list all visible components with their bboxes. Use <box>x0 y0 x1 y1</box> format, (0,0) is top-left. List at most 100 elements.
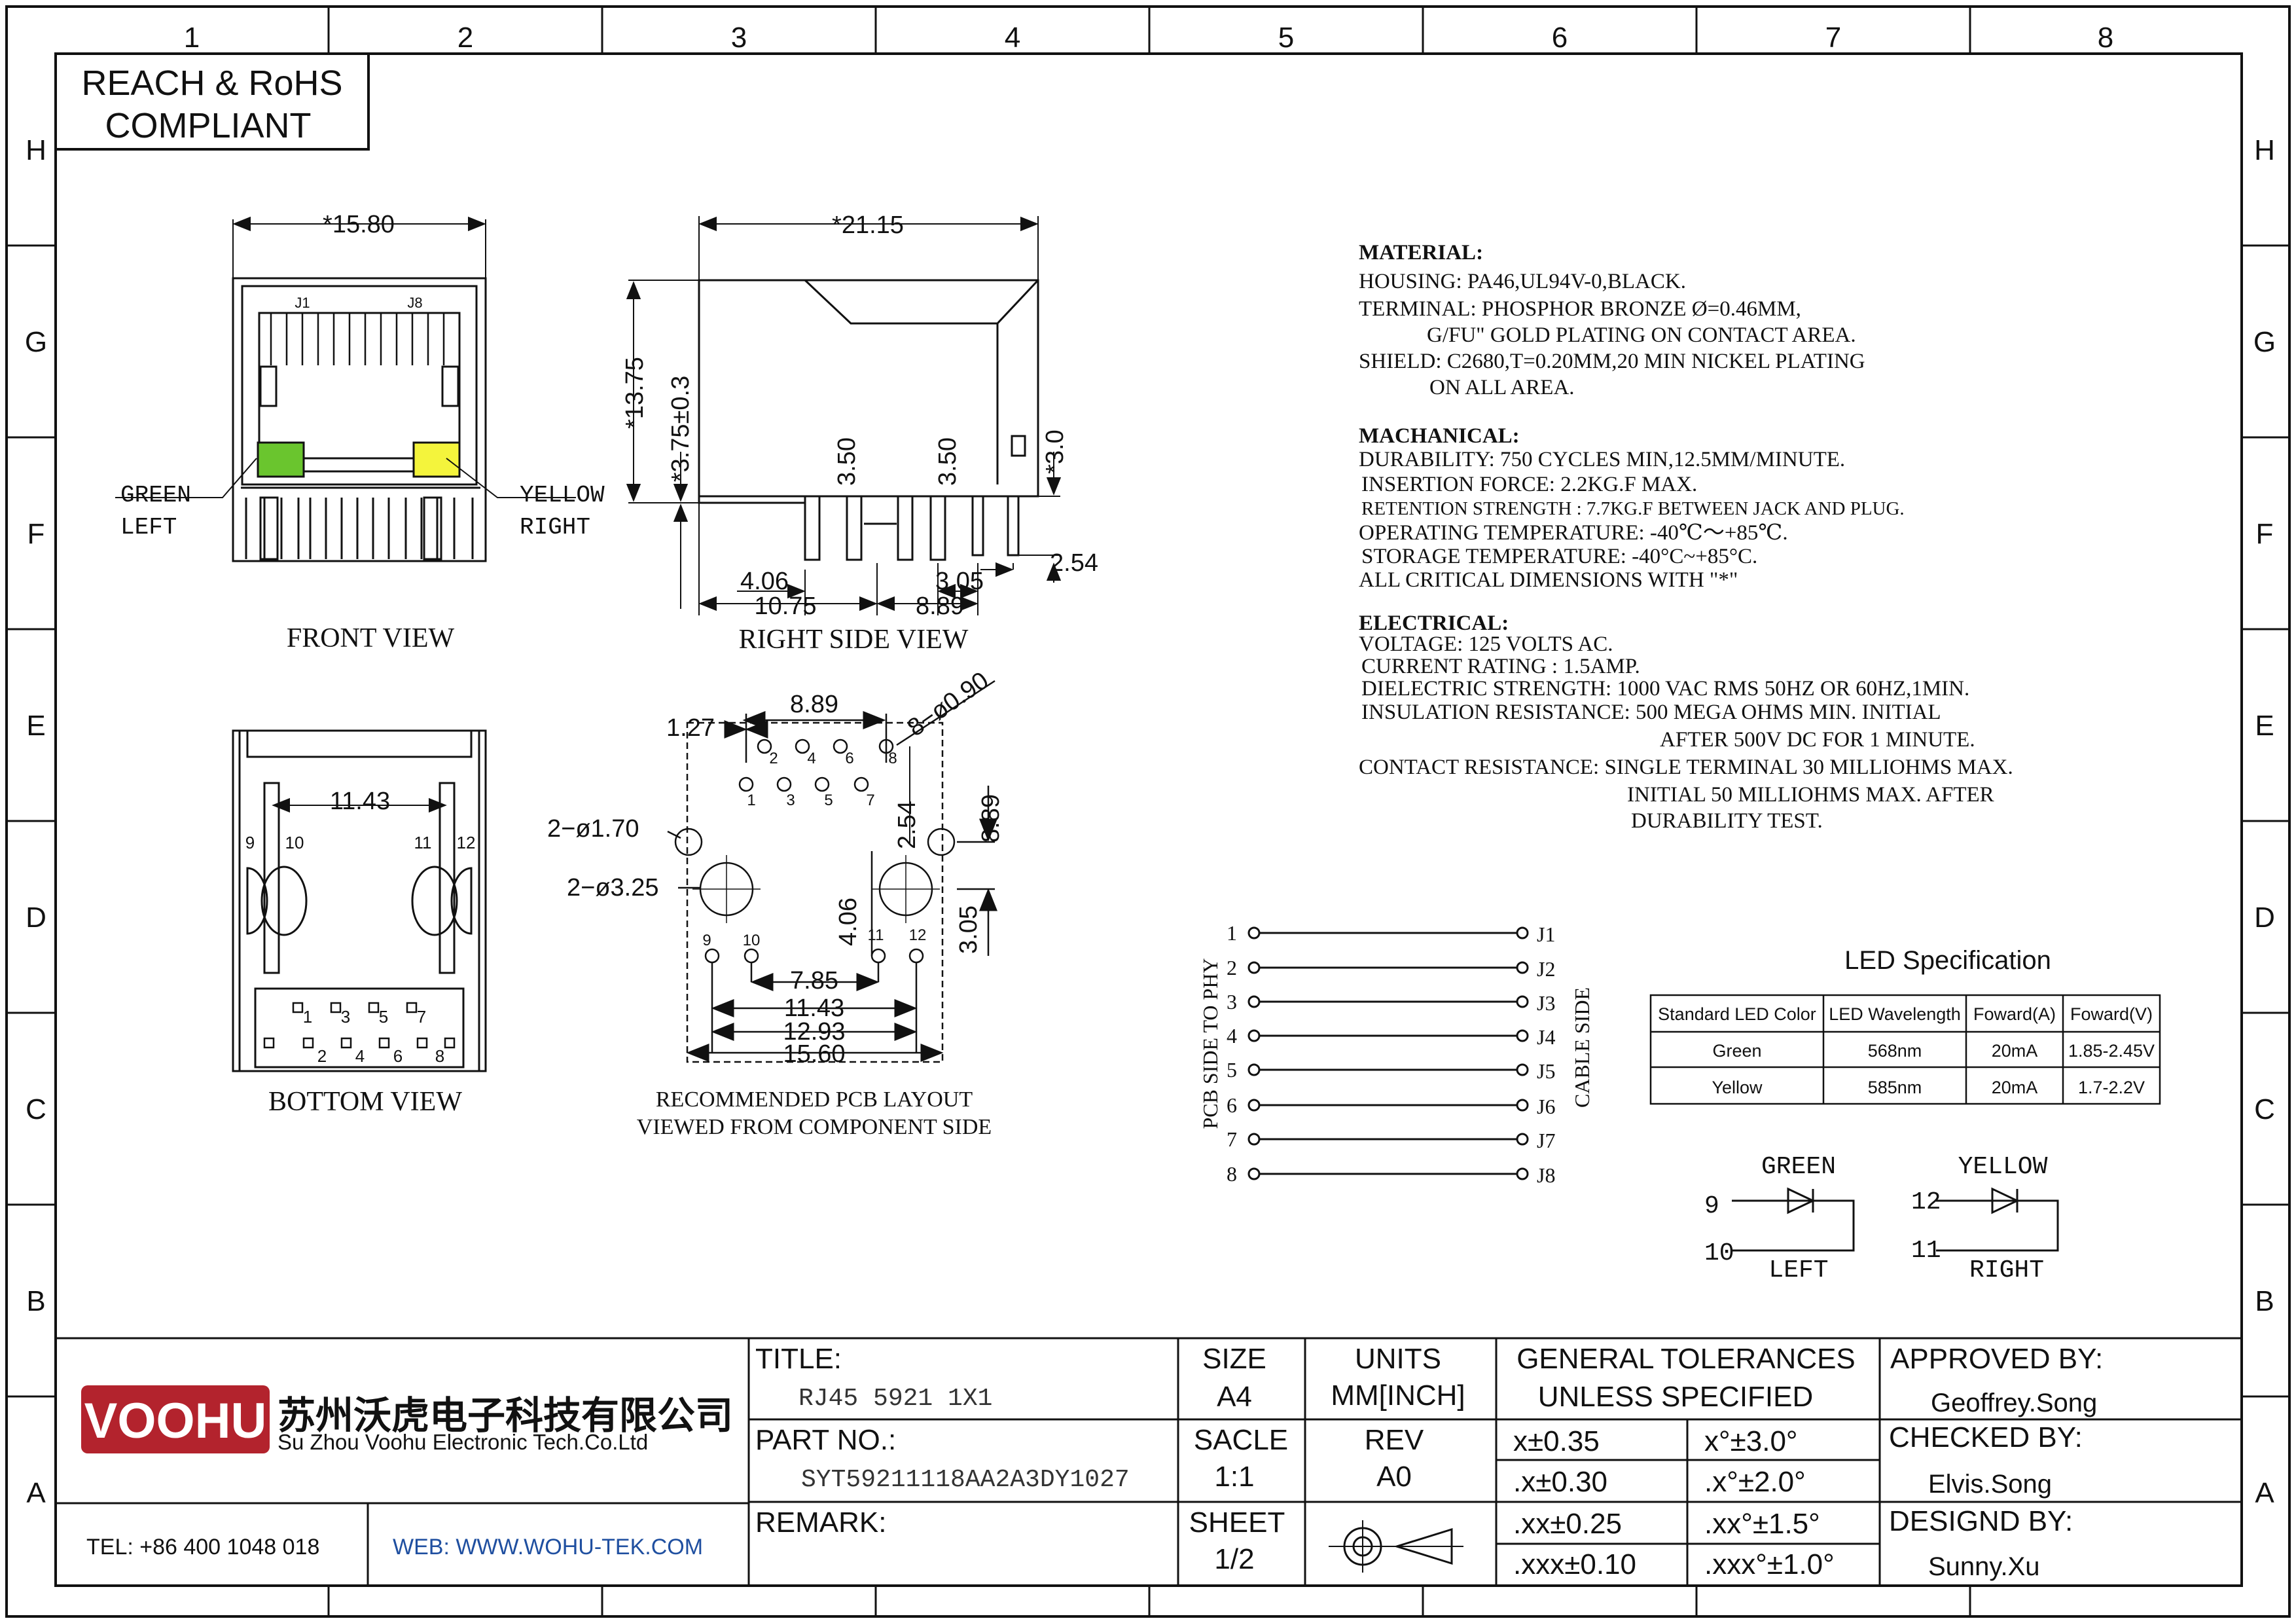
label-left: LEFT <box>120 514 177 541</box>
pin-label: 12 <box>457 833 476 852</box>
company-tel: TEL: +86 400 1048 018 <box>86 1535 319 1559</box>
led-spec-title: LED Specification <box>1844 946 2051 975</box>
pin-label: 5 <box>379 1007 388 1027</box>
compliance-box: REACH & RoHS COMPLIANT <box>54 52 370 151</box>
dim-pcb-325: 2−ø3.25 <box>567 874 659 902</box>
front-view-title: FRONT VIEW <box>287 623 455 653</box>
col-label: 8 <box>2098 22 2113 54</box>
elec-title: ELECTRICAL: <box>1359 611 1509 635</box>
spec-line: G/FU" GOLD PLATING ON CONTACT AREA. <box>1427 323 1856 347</box>
wire-jack: J8 <box>1537 1163 1555 1187</box>
pin-label: 8 <box>435 1046 444 1066</box>
company-name-en: Su Zhou Voohu Electronic Tech.Co.Ltd <box>278 1430 648 1454</box>
dim-pcb-254: 2.54 <box>893 801 921 849</box>
scale-label: SACLE <box>1194 1424 1288 1456</box>
led-table-cell: Yellow <box>1712 1078 1763 1097</box>
spec-line: DURABILITY: 750 CYCLES MIN,12.5MM/MINUTE… <box>1359 448 1845 471</box>
row-label: G <box>25 326 47 358</box>
wiring-left-label: PCB SIDE TO PHY <box>1198 958 1222 1129</box>
led-table-header: Standard LED Color <box>1658 1004 1816 1024</box>
dim-side-406: 4.06 <box>740 568 789 595</box>
checked-value: Elvis.Song <box>1928 1470 2052 1499</box>
pin-label: 11 <box>414 833 432 852</box>
spec-line: TERMINAL: PHOSPHOR BRONZE Ø=0.46MM, <box>1359 297 1801 321</box>
col-label: 2 <box>457 22 473 54</box>
dim-pcb-127: 1.27 <box>666 714 715 742</box>
pin-label: 4 <box>807 750 816 767</box>
pcb-layout-title2: VIEWED FROM COMPONENT SIDE <box>637 1115 992 1139</box>
right-side-view <box>626 216 1062 615</box>
led-table-cell: 20mA <box>1992 1078 2038 1097</box>
row-label: H <box>26 134 46 166</box>
rev-label: REV <box>1365 1424 1424 1456</box>
wiring-diagram: 1 2 3 4 5 6 7 8 J1 J2 J3 J4 J5 J6 J7 J8 … <box>1198 921 1594 1187</box>
title-label: TITLE: <box>755 1343 842 1375</box>
row-label: C <box>26 1093 46 1125</box>
led-schematic: GREEN 9 10 LEFT YELLOW 12 11 RIGHT <box>1704 1153 2059 1285</box>
wire-jack: J4 <box>1537 1025 1555 1049</box>
dim-pcb-305: 3.05 <box>955 905 982 954</box>
pcb-layout <box>667 680 997 1063</box>
specifications: MATERIAL: HOUSING: PA46,UL94V-0,BLACK. T… <box>1359 241 2013 833</box>
led-yellow-side: RIGHT <box>1969 1256 2044 1285</box>
row-label: F <box>27 518 45 550</box>
led-green-pin-a: 9 <box>1704 1192 1719 1220</box>
approved-value: Geoffrey.Song <box>1931 1389 2097 1417</box>
led-yellow-pin-k: 11 <box>1911 1237 1941 1265</box>
wire-pin: 7 <box>1227 1127 1237 1151</box>
dim-pcb-holes: 8−ø0.90 <box>903 666 994 742</box>
tol-title1: GENERAL TOLERANCES <box>1516 1343 1856 1375</box>
led-table-cell: 1.7-2.2V <box>2078 1078 2145 1097</box>
label-right: RIGHT <box>520 514 590 541</box>
row-label: A <box>26 1477 46 1509</box>
led-green-label: GREEN <box>1761 1153 1836 1181</box>
col-label: 5 <box>1278 22 1294 54</box>
wiring-right-label: CABLE SIDE <box>1570 987 1594 1108</box>
pin-label: 3 <box>786 792 795 809</box>
led-table-cell: 20mA <box>1992 1041 2038 1061</box>
pin-label: 10 <box>743 932 761 949</box>
rev-value: A0 <box>1376 1461 1412 1493</box>
tol-linear: .xx±0.25 <box>1513 1508 1622 1540</box>
pin-j8-label: J8 <box>407 295 422 311</box>
pin-label: 4 <box>355 1046 365 1066</box>
wire-jack: J5 <box>1537 1059 1555 1083</box>
title-block: VOOHU 苏州沃虎电子科技有限公司 Su Zhou Voohu Electro… <box>56 1337 2242 1586</box>
led-spec-table: LED Specification Standard LED Color LED… <box>1649 946 2161 1105</box>
wire-pin: 2 <box>1227 956 1237 979</box>
compliance-line1: REACH & RoHS <box>81 64 342 103</box>
tol-linear: .xxx±0.10 <box>1513 1548 1636 1580</box>
label-yellow: YELLOW <box>520 482 605 509</box>
tol-title2: UNLESS SPECIFIED <box>1538 1381 1814 1413</box>
spec-line: INSULATION RESISTANCE: 500 MEGA OHMS MIN… <box>1361 701 1941 724</box>
pin-label: 12 <box>909 926 927 944</box>
material-title: MATERIAL: <box>1359 241 1483 264</box>
row-label: B <box>2255 1285 2274 1317</box>
spec-line: DURABILITY TEST. <box>1631 809 1823 833</box>
led-green-side: LEFT <box>1768 1256 1828 1285</box>
compliance-line2: COMPLIANT <box>105 106 311 145</box>
row-label: C <box>2254 1093 2275 1125</box>
pin-label: 9 <box>702 932 711 949</box>
col-label: 7 <box>1825 22 1841 54</box>
tol-angular: x°±3.0° <box>1704 1425 1798 1457</box>
led-green-pin-k: 10 <box>1704 1239 1734 1267</box>
row-label: E <box>2255 710 2274 742</box>
row-label: A <box>2255 1477 2274 1509</box>
part-label: PART NO.: <box>755 1424 896 1456</box>
led-table-header: LED Wavelength <box>1829 1004 1961 1024</box>
row-label: B <box>26 1285 45 1317</box>
tol-angular: .x°±2.0° <box>1704 1466 1806 1498</box>
spec-line: RETENTION STRENGTH : 7.7KG.F BETWEEN JAC… <box>1361 498 1905 519</box>
wire-pin: 8 <box>1227 1162 1237 1186</box>
spec-line: AFTER 500V DC FOR 1 MINUTE. <box>1660 728 1975 752</box>
size-label: SIZE <box>1202 1343 1266 1375</box>
dim-pcb-406: 4.06 <box>834 898 862 946</box>
dim-side-350b: 3.50 <box>934 437 961 486</box>
spec-line: SHIELD: C2680,T=0.20MM,20 MIN NICKEL PLA… <box>1359 350 1865 373</box>
sheet-label: SHEET <box>1189 1506 1285 1539</box>
dim-pcb-785: 7.85 <box>790 967 838 994</box>
designed-value: Sunny.Xu <box>1928 1552 2040 1581</box>
pin-label: 1 <box>747 792 755 809</box>
spec-line: HOUSING: PA46,UL94V-0,BLACK. <box>1359 270 1686 293</box>
